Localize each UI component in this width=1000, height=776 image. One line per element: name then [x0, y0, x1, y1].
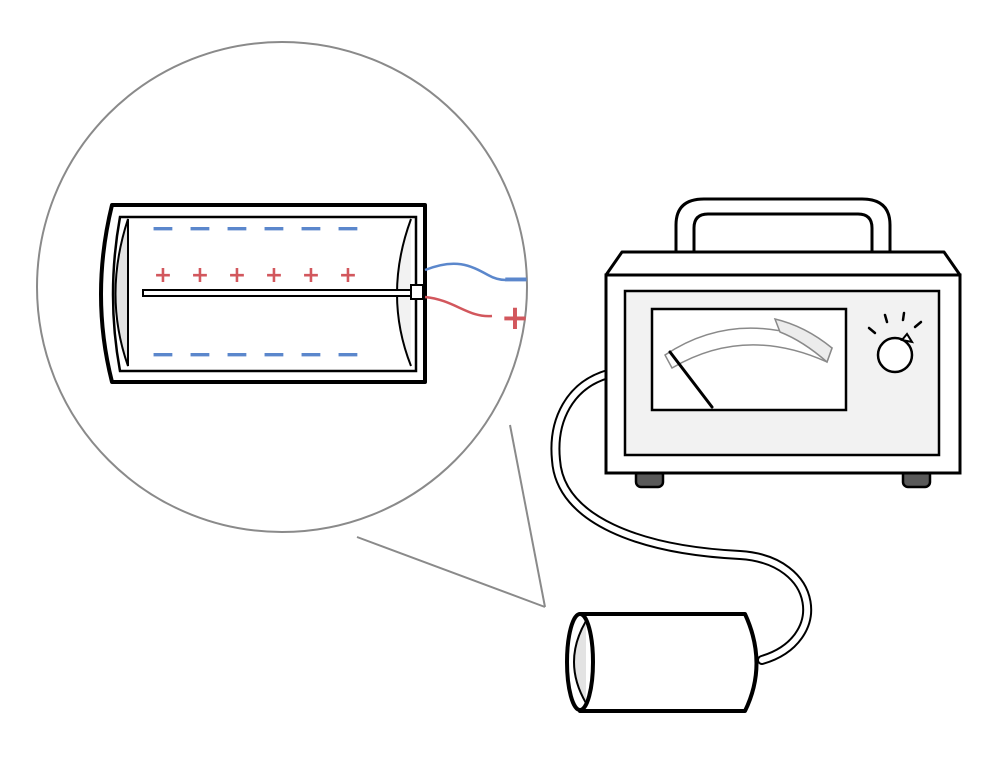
meter-case-top: [604, 250, 962, 277]
negative-charge: −: [187, 337, 212, 372]
electrode-feedthrough: [410, 284, 424, 300]
positive-lead-symbol: +: [501, 298, 530, 338]
probe-cable: [550, 369, 813, 665]
callout-pointer-right: [509, 424, 546, 608]
chamber-inner-wall: [111, 215, 418, 373]
negative-charge: −: [224, 211, 249, 246]
negative-charge: −: [335, 337, 360, 372]
knob-pointer: [900, 332, 915, 344]
positive-charge: +: [228, 263, 246, 288]
chamber-left-cap: [114, 218, 129, 367]
chamber-cutaway: − − − − − − + + + + + + − − − − − − − +: [99, 203, 531, 384]
negative-charge: −: [150, 211, 175, 246]
negative-charge: −: [298, 337, 323, 372]
negative-charge: −: [261, 211, 286, 246]
negative-charge: −: [150, 337, 175, 372]
positive-charge: +: [302, 263, 320, 288]
negative-charge: −: [224, 337, 249, 372]
positive-charge: +: [154, 263, 172, 288]
meter-unit: [604, 197, 962, 489]
probe-body: [578, 612, 759, 713]
gauge-needle: [668, 350, 714, 409]
callout-pointer-left: [356, 536, 546, 608]
central-electrode: [142, 289, 412, 297]
magnifier-circle: [36, 41, 528, 533]
negative-charge: −: [298, 211, 323, 246]
negative-lead-wire: [424, 262, 507, 282]
negative-charge: −: [261, 337, 286, 372]
negative-lead-symbol: −: [502, 259, 531, 299]
magnifier-callout: [36, 41, 546, 608]
positive-lead-wire: [424, 295, 493, 318]
gauge-scale-high-zone: [773, 317, 833, 364]
negative-charge: −: [187, 211, 212, 246]
rotary-knob-icon[interactable]: [876, 336, 914, 374]
positive-charge: +: [265, 263, 283, 288]
chamber-probe: [565, 612, 759, 713]
positive-charge: +: [191, 263, 209, 288]
positive-charge: +: [339, 263, 357, 288]
knob-ticks: [867, 311, 923, 335]
negative-charge: −: [335, 211, 360, 246]
probe-inner: [573, 620, 587, 704]
